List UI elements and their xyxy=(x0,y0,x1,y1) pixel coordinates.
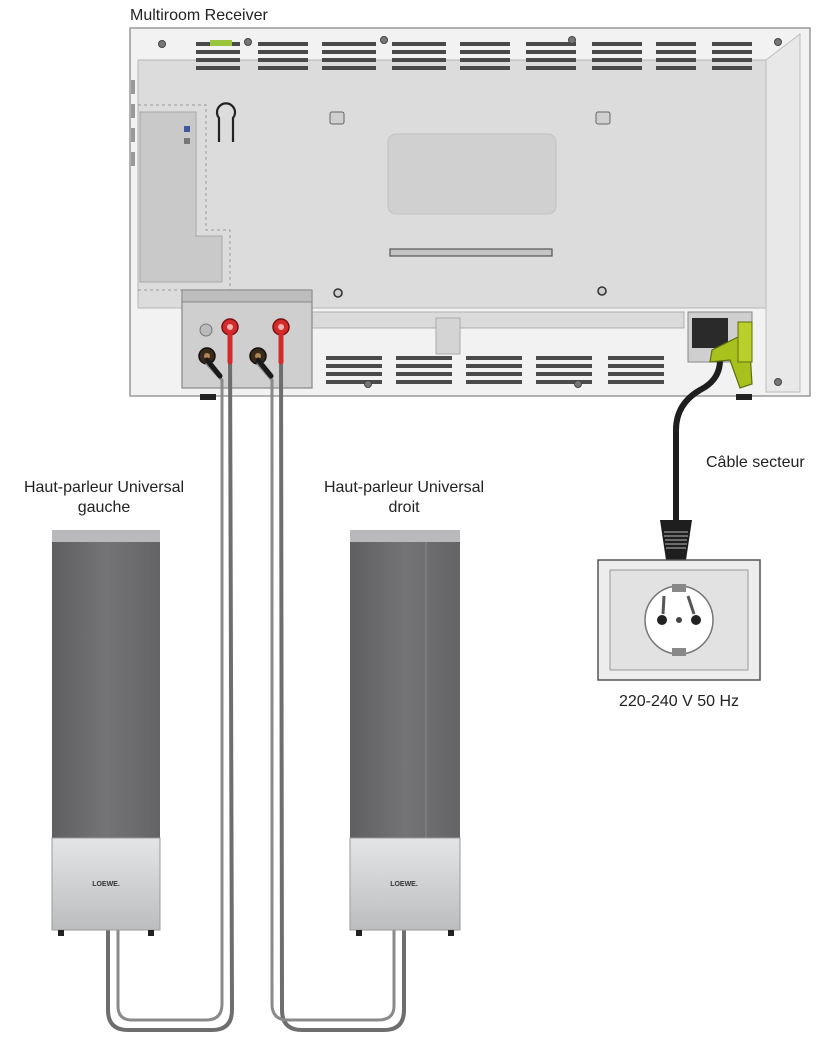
speaker-foot xyxy=(148,930,154,936)
terminal-pin xyxy=(255,353,261,359)
vent-group xyxy=(466,356,522,384)
terminal-pin xyxy=(204,353,210,359)
mount-point xyxy=(329,111,345,125)
side-button xyxy=(131,80,135,94)
terminal-pin xyxy=(278,324,284,330)
vent-group xyxy=(526,42,576,70)
terminal-block-top xyxy=(181,289,313,303)
cable-left-speaker-negative xyxy=(116,362,224,1022)
terminal-pin xyxy=(227,324,233,330)
speaker-top xyxy=(350,530,460,544)
center-tab xyxy=(435,317,461,355)
terminal-block xyxy=(181,289,313,389)
socket-hole xyxy=(691,615,701,625)
receiver-label: Multiroom Receiver xyxy=(130,7,268,24)
cable-left-speaker-positive xyxy=(106,338,234,1032)
right-speaker: LOEWE. xyxy=(349,530,461,936)
center-recess xyxy=(387,133,557,215)
power-inlet-opening xyxy=(692,318,728,348)
vent-group xyxy=(536,356,592,384)
socket-center xyxy=(676,617,682,623)
speaker-body xyxy=(52,542,160,842)
right-speaker-label-line1: Haut-parleur Universal xyxy=(324,479,484,496)
earth-clip xyxy=(672,584,686,592)
mount-slot xyxy=(389,248,553,257)
vent-group xyxy=(608,356,664,384)
power-cord xyxy=(673,357,723,523)
multiroom-receiver xyxy=(129,27,811,400)
screw-icon xyxy=(774,38,782,46)
vent-group xyxy=(396,356,452,384)
speaker-foot xyxy=(448,930,454,936)
vent-group xyxy=(392,42,446,70)
side-button xyxy=(131,152,135,166)
speaker-top xyxy=(52,530,160,544)
mount-point xyxy=(595,111,611,125)
right-speaker-label-line2: droit xyxy=(388,499,420,516)
vent-group xyxy=(326,356,382,384)
connector-compartment xyxy=(139,111,223,283)
left-speaker-label-line1: Haut-parleur Universal xyxy=(24,479,184,496)
top-screws xyxy=(158,36,782,48)
vent-group xyxy=(258,42,308,70)
speaker-terminals xyxy=(181,289,313,389)
wall-outlet xyxy=(597,559,761,681)
speaker-body xyxy=(350,542,460,842)
vent-group xyxy=(460,42,510,70)
plug-prong xyxy=(661,595,666,615)
vent-group xyxy=(712,42,752,70)
cable-tip-black xyxy=(255,357,274,379)
left-speaker-label-line2: gauche xyxy=(78,499,131,516)
speaker-cables xyxy=(106,331,406,1032)
left-speaker: LOEWE. xyxy=(51,530,161,936)
vent-group xyxy=(592,42,642,70)
side-button xyxy=(131,128,135,142)
speaker-base xyxy=(349,837,461,931)
side-button xyxy=(131,104,135,118)
screw-icon xyxy=(244,38,252,46)
speaker-brand-logo: LOEWE. xyxy=(92,881,120,888)
speaker-base xyxy=(51,837,161,931)
vent-group xyxy=(656,42,696,70)
speaker-foot xyxy=(58,930,64,936)
screw-icon xyxy=(364,380,372,388)
screw-icon xyxy=(574,380,582,388)
screw-icon xyxy=(568,36,576,44)
port-icon xyxy=(184,126,190,132)
receiver-side-bevel xyxy=(765,32,801,393)
screw-icon xyxy=(380,36,388,44)
plug-prong xyxy=(686,595,696,615)
compartment-outline xyxy=(138,104,231,291)
screw-icon xyxy=(158,40,166,48)
foot xyxy=(736,394,752,400)
bottom-ledge xyxy=(311,311,685,329)
cable-right-speaker-negative xyxy=(256,362,396,1022)
screw-icon xyxy=(774,378,782,386)
keyhole-icon xyxy=(215,102,237,142)
port-icon xyxy=(184,138,190,144)
top-vents xyxy=(196,42,752,70)
power-cable-label: Câble secteur xyxy=(706,454,805,471)
vent-group xyxy=(322,42,376,70)
foot xyxy=(200,394,216,400)
screw-icon xyxy=(333,288,343,298)
cable-tip-black xyxy=(204,357,223,379)
socket-hole xyxy=(657,615,667,625)
terminal-cap xyxy=(199,323,213,337)
power-plug-body xyxy=(737,321,753,363)
bottom-vents xyxy=(326,356,664,384)
status-led xyxy=(210,40,232,46)
speaker-foot xyxy=(356,930,362,936)
earth-clip xyxy=(672,648,686,656)
wall-plug-grip xyxy=(664,531,688,549)
voltage-label: 220-240 V 50 Hz xyxy=(619,693,739,710)
speaker-brand-logo: LOEWE. xyxy=(390,881,418,888)
screw-icon xyxy=(597,286,607,296)
